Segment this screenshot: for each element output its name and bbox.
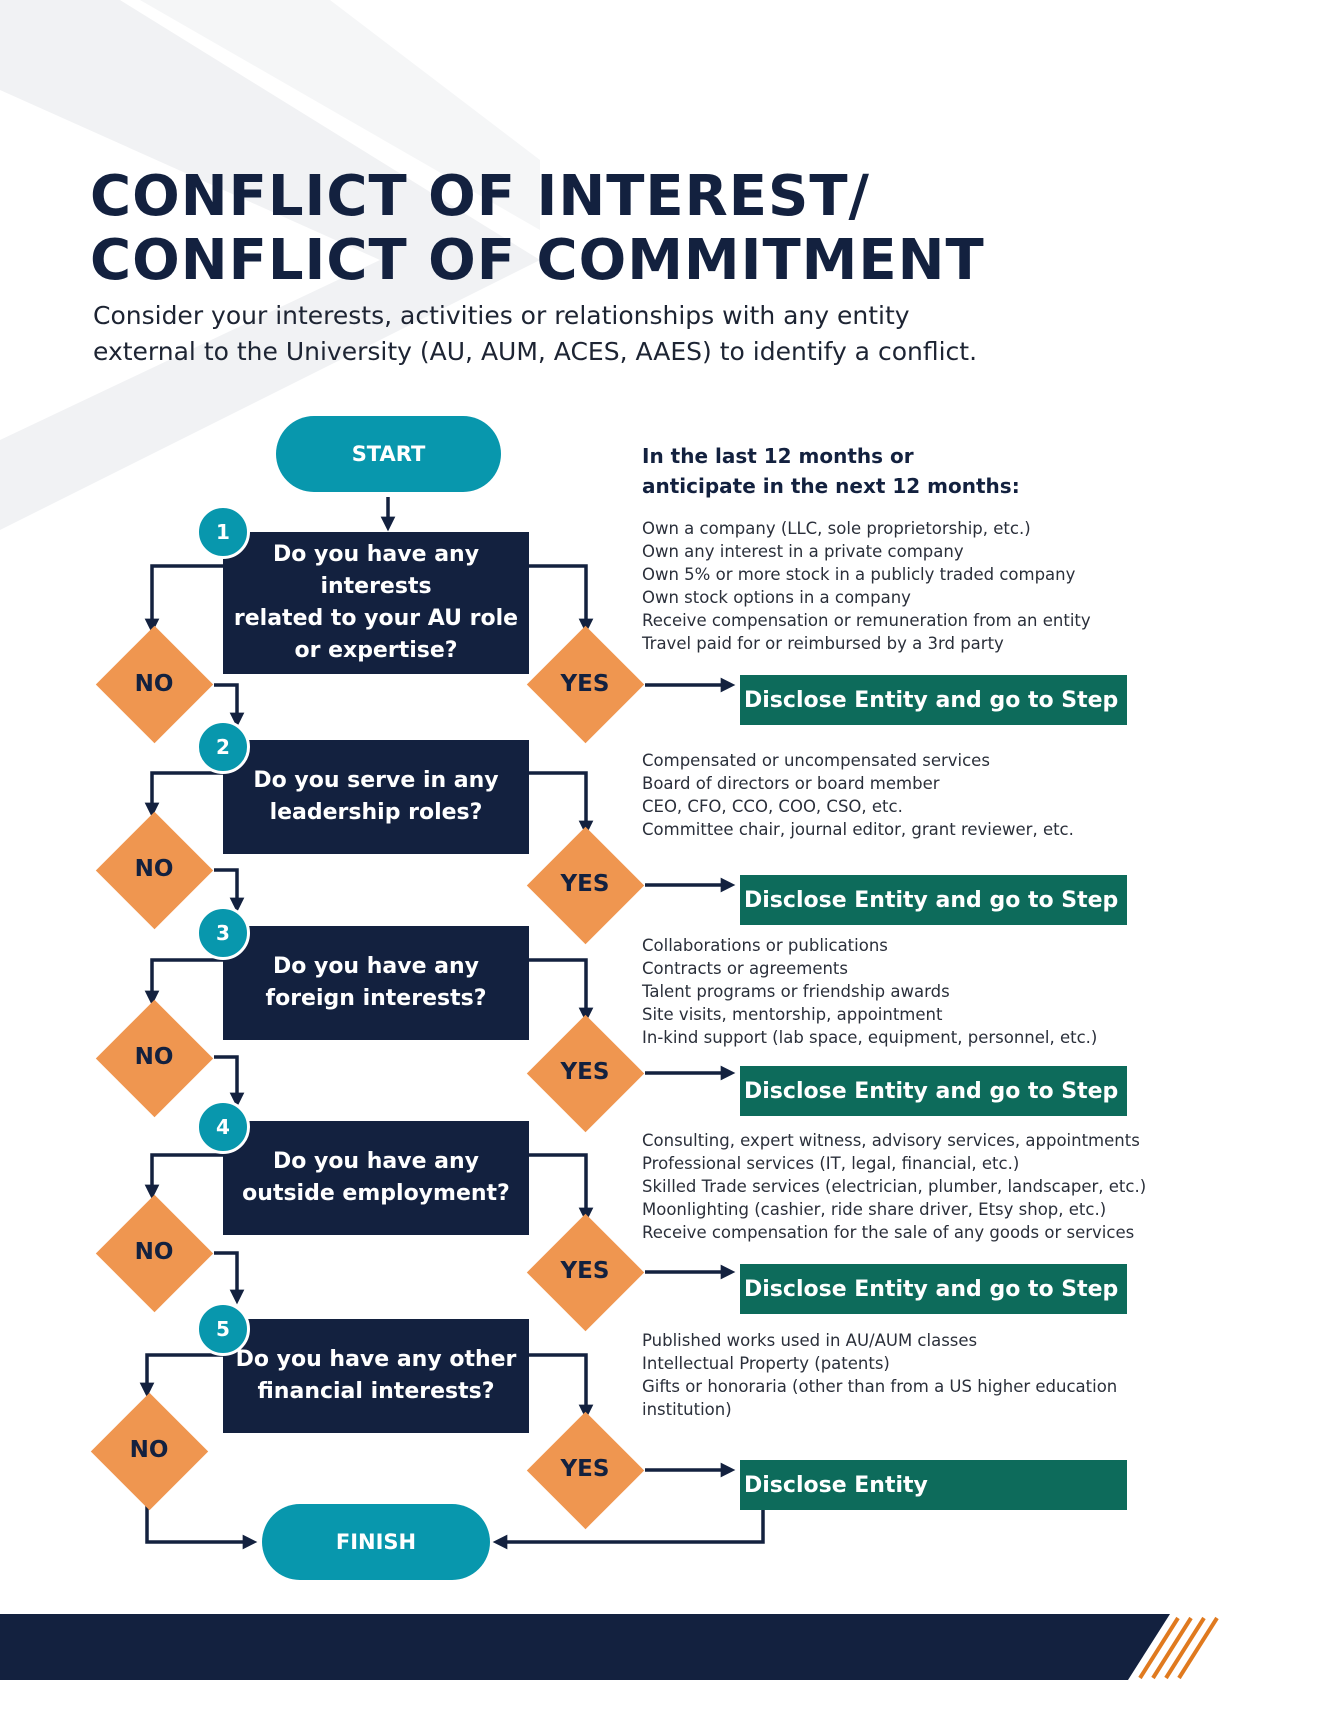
step-4-disclose-box: Disclose Entity and go to Step 5 <box>740 1264 1141 1314</box>
step-4-examples-list: Consulting, expert witness, advisory ser… <box>642 1129 1146 1244</box>
step-3-example-item: Contracts or agreements <box>642 959 849 978</box>
step-2-question-line: leadership roles? <box>269 800 483 825</box>
step-1-no-label: NO <box>134 671 174 697</box>
step-4-question-line: Do you have any <box>272 1149 480 1174</box>
footer-bar <box>0 1614 1219 1680</box>
step-1-example-item: Own stock options in a company <box>642 588 911 607</box>
step-2-yes-label: YES <box>560 871 610 897</box>
step-2-disclose-box: Disclose Entity and go to Step 3 <box>740 875 1141 925</box>
step-5-disclose-box: Disclose Entity <box>740 1460 1127 1510</box>
step-5-yes-label: YES <box>560 1456 610 1482</box>
step-4-example-item: Moonlighting (cashier, ride share driver… <box>642 1200 1107 1219</box>
step-4-yes-label: YES <box>560 1258 610 1284</box>
step-4-example-item: Receive compensation for the sale of any… <box>642 1223 1135 1242</box>
step-2-example-item: Compensated or uncompensated services <box>642 751 990 770</box>
page-title-line-1: CONFLICT OF INTEREST/ <box>90 164 871 229</box>
step-1-question-line: or expertise? <box>294 638 458 663</box>
page-title-line-2: CONFLICT OF COMMITMENT <box>90 228 985 293</box>
step-1-disclose-box: Disclose Entity and go to Step 2 <box>740 675 1141 725</box>
step-5-number-badge: 5 <box>196 1302 250 1356</box>
step-1-question-line: Do you have any interests <box>272 542 480 599</box>
step-3-examples-list: Collaborations or publications Contracts… <box>642 934 1097 1049</box>
step-2-number-badge: 2 <box>196 720 250 774</box>
step-5-examples-list: Published works used in AU/AUM classes I… <box>642 1329 1117 1421</box>
step-4-no-label: NO <box>134 1239 174 1265</box>
subtitle-line-1: Consider your interests, activities or r… <box>93 301 910 330</box>
step-5-no-label: NO <box>129 1437 169 1463</box>
step-2-example-item: Committee chair, journal editor, grant r… <box>642 820 1074 839</box>
background-chevron-graphic <box>0 0 540 530</box>
step-2-example-item: Board of directors or board member <box>642 774 940 793</box>
step-4-example-item: Professional services (IT, legal, financ… <box>642 1154 1020 1173</box>
step-3-question-line: Do you have any <box>272 954 480 979</box>
step-1-example-item: Own 5% or more stock in a publicly trade… <box>642 565 1076 584</box>
step-1-examples-list: Own a company (LLC, sole proprietorship,… <box>642 517 1091 655</box>
step-1-example-item: Receive compensation or remuneration fro… <box>642 611 1091 630</box>
step-3-no-label: NO <box>134 1044 174 1070</box>
step-3-question-box: Do you have any foreign interests? <box>223 926 529 1040</box>
step-1-example-item: Own a company (LLC, sole proprietorship,… <box>642 519 1031 538</box>
step-4-example-item: Skilled Trade services (electrician, plu… <box>642 1177 1147 1196</box>
step-4-question-box: Do you have any outside employment? <box>223 1121 529 1235</box>
step-3-disclose-box: Disclose Entity and go to Step 4 <box>740 1066 1141 1116</box>
subtitle-line-2: external to the University (AU, AUM, ACE… <box>93 337 978 366</box>
step-3-example-item: Site visits, mentorship, appointment <box>642 1005 943 1024</box>
step-3-example-item: Talent programs or friendship awards <box>642 982 950 1001</box>
step-5-example-item: Intellectual Property (patents) <box>642 1354 890 1373</box>
step-1-question-line: related to your AU role <box>233 606 519 631</box>
step-3-number-badge: 3 <box>196 906 250 960</box>
step-5-question-line: Do you have any other <box>235 1347 517 1372</box>
step-1-number-badge: 1 <box>196 505 250 559</box>
step-2-examples-list: Compensated or uncompensated services Bo… <box>642 749 1074 841</box>
finish-terminal: FINISH <box>262 1504 490 1580</box>
start-terminal: START <box>276 416 501 492</box>
step-1-example-item: Own any interest in a private company <box>642 542 964 561</box>
step-5-question-line: financial interests? <box>257 1379 495 1404</box>
step-4-number-badge: 4 <box>196 1100 250 1154</box>
step-3-example-item: In-kind support (lab space, equipment, p… <box>642 1028 1098 1047</box>
step-2-example-item: CEO, CFO, CCO, COO, CSO, etc. <box>642 797 903 816</box>
step-5-example-item: Gifts or honoraria (other than from a US… <box>642 1377 1118 1396</box>
step-3-example-item: Collaborations or publications <box>642 936 888 955</box>
step-5-example-item: Published works used in AU/AUM classes <box>642 1331 978 1350</box>
step-4-example-item: Consulting, expert witness, advisory ser… <box>642 1131 1140 1150</box>
step-2-question-box: Do you serve in any leadership roles? <box>223 740 529 854</box>
step-1-example-item: Travel paid for or reimbursed by a 3rd p… <box>642 634 1004 653</box>
step-2-no-label: NO <box>134 856 174 882</box>
step-1-yes-label: YES <box>560 671 610 697</box>
criteria-heading-line-1: In the last 12 months or <box>642 444 914 468</box>
step-2-question-line: Do you serve in any <box>253 768 499 793</box>
step-3-yes-label: YES <box>560 1059 610 1085</box>
criteria-heading-line-2: anticipate in the next 12 months: <box>642 474 1020 498</box>
step-5-question-box: Do you have any other financial interest… <box>223 1319 529 1433</box>
step-1-question-box: Do you have any interests related to you… <box>223 532 529 674</box>
step-5-example-item: institution) <box>642 1400 732 1419</box>
step-3-question-line: foreign interests? <box>265 986 487 1011</box>
step-4-question-line: outside employment? <box>242 1181 510 1206</box>
